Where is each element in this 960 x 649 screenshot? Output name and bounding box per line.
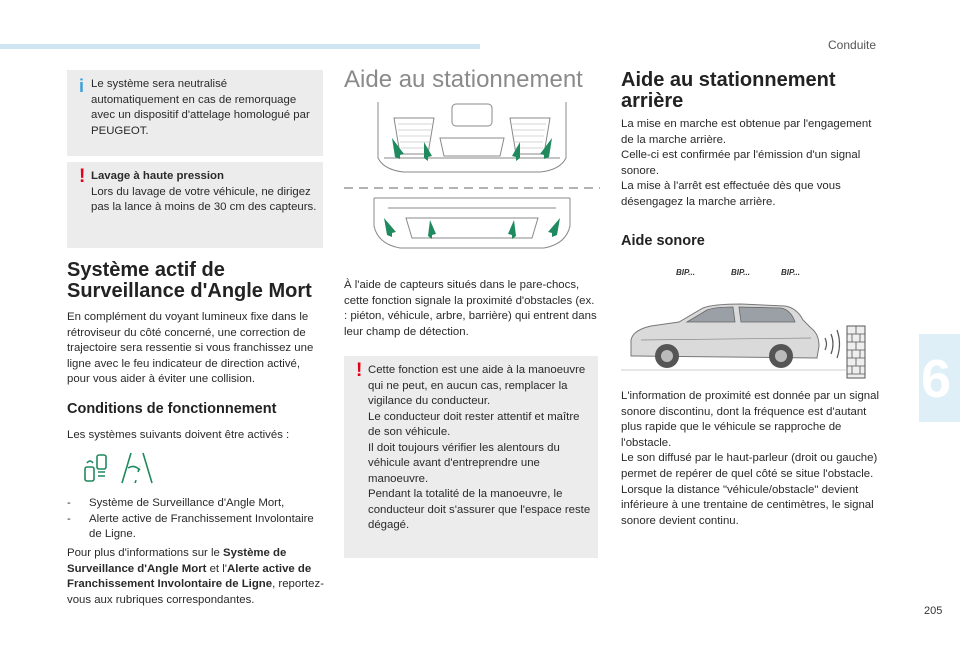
info-note: i Le système sera neutralisé automatique… <box>67 70 323 156</box>
section-title-parking-aid: Aide au stationnement <box>344 66 583 93</box>
sound-waves <box>824 329 841 359</box>
chapter-number: 6 <box>920 349 952 409</box>
lane-departure-icon <box>121 452 153 484</box>
blind-spot-icons <box>84 452 153 484</box>
rear-sensor-arrows <box>384 218 560 239</box>
bip-label: BIP... <box>731 268 750 277</box>
rear-parking-description: La mise en marche est obtenue par l'enga… <box>621 118 872 208</box>
warning-line: Cette fonction est une aide à la manoeuv… <box>368 364 586 407</box>
front-sensor-arrows <box>392 138 552 161</box>
page-number: 205 <box>924 605 943 617</box>
section-title-blind-spot: Système actif de Surveillance d'Angle Mo… <box>67 259 312 302</box>
conditions-subtitle: Conditions de fonctionnement <box>67 401 277 417</box>
info-note-text: Le système sera neutralisé automatiqueme… <box>91 78 310 137</box>
section-label: Conduite <box>828 38 877 52</box>
obstacle-wall <box>846 325 866 379</box>
warning-note-title: Lavage à haute pression <box>91 170 224 182</box>
warning-icon: ! <box>79 166 86 187</box>
systems-intro: Les systèmes suivants doivent être activ… <box>67 429 290 441</box>
systems-list: Système de Surveillance d'Angle Mort, Al… <box>67 496 323 543</box>
audio-aid-subtitle: Aide sonore <box>621 233 705 249</box>
warning-line: Pendant la totalité de la manoeuvre, le … <box>368 488 591 531</box>
reference-text: Pour plus d'informations sur le Système … <box>67 547 324 606</box>
rear-parking-illustration <box>621 303 866 379</box>
warning-line: Le conducteur doit rester attentif et ma… <box>368 410 580 439</box>
header-accent-bar <box>0 44 480 49</box>
list-item: Alerte active de Franchissement Involont… <box>67 512 323 543</box>
bip-label: BIP... <box>781 268 800 277</box>
info-icon: i <box>79 76 85 96</box>
warning-note-body: Lors du lavage de votre véhicule, ne dir… <box>91 185 317 214</box>
warning-note-washing: ! Lavage à haute pression Lors du lavage… <box>67 162 323 248</box>
blind-spot-intro: En complément du voyant lumineux fixe da… <box>67 311 314 386</box>
bumper-sensors-illustration <box>344 102 600 249</box>
chapter-tab: 6 <box>919 334 960 422</box>
warning-icon: ! <box>356 360 363 381</box>
bip-label: BIP... <box>676 268 695 277</box>
audio-aid-description: L'information de proximité est donnée pa… <box>621 390 879 527</box>
section-title-rear-parking: Aide au stationnement arrière <box>621 69 836 112</box>
warning-note-parking: ! Cette fonction est une aide à la manoe… <box>344 356 598 558</box>
parking-aid-description: À l'aide de capteurs situés dans le pare… <box>344 279 597 338</box>
list-item: Système de Surveillance d'Angle Mort, <box>67 496 323 512</box>
blind-spot-car-icon <box>84 454 107 482</box>
warning-line: Il doit toujours vérifier les alentours … <box>368 441 560 485</box>
car-silhouette <box>630 303 820 368</box>
